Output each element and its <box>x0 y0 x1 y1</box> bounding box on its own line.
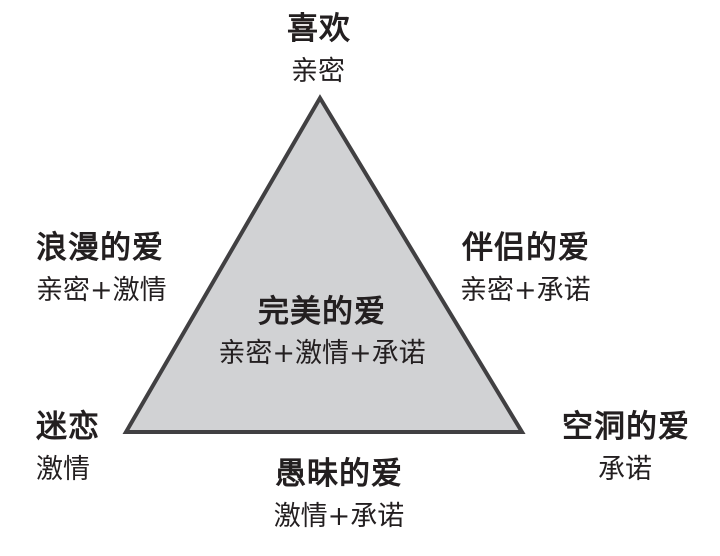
right-edge-title: 伴侣的爱 <box>462 230 590 266</box>
bottom-left-vertex-components: 激情 <box>36 454 90 485</box>
right-edge-components: 亲密+承诺 <box>460 275 591 306</box>
bottom-right-vertex-title: 空洞的爱 <box>562 409 690 445</box>
center-title: 完美的爱 <box>258 294 386 330</box>
bottom-edge-components: 激情+承诺 <box>273 501 405 532</box>
left-edge-components: 亲密+激情 <box>36 275 167 306</box>
top-vertex-title: 喜欢 <box>287 11 351 47</box>
bottom-left-vertex-title: 迷恋 <box>36 409 100 445</box>
top-vertex-components: 亲密 <box>291 56 345 87</box>
love-triangle <box>122 94 526 434</box>
bottom-right-vertex-components: 承诺 <box>598 454 652 485</box>
center-components: 亲密+激情+承诺 <box>218 338 426 369</box>
bottom-edge-title: 愚昧的爱 <box>275 456 403 492</box>
left-edge-title: 浪漫的爱 <box>36 230 164 266</box>
